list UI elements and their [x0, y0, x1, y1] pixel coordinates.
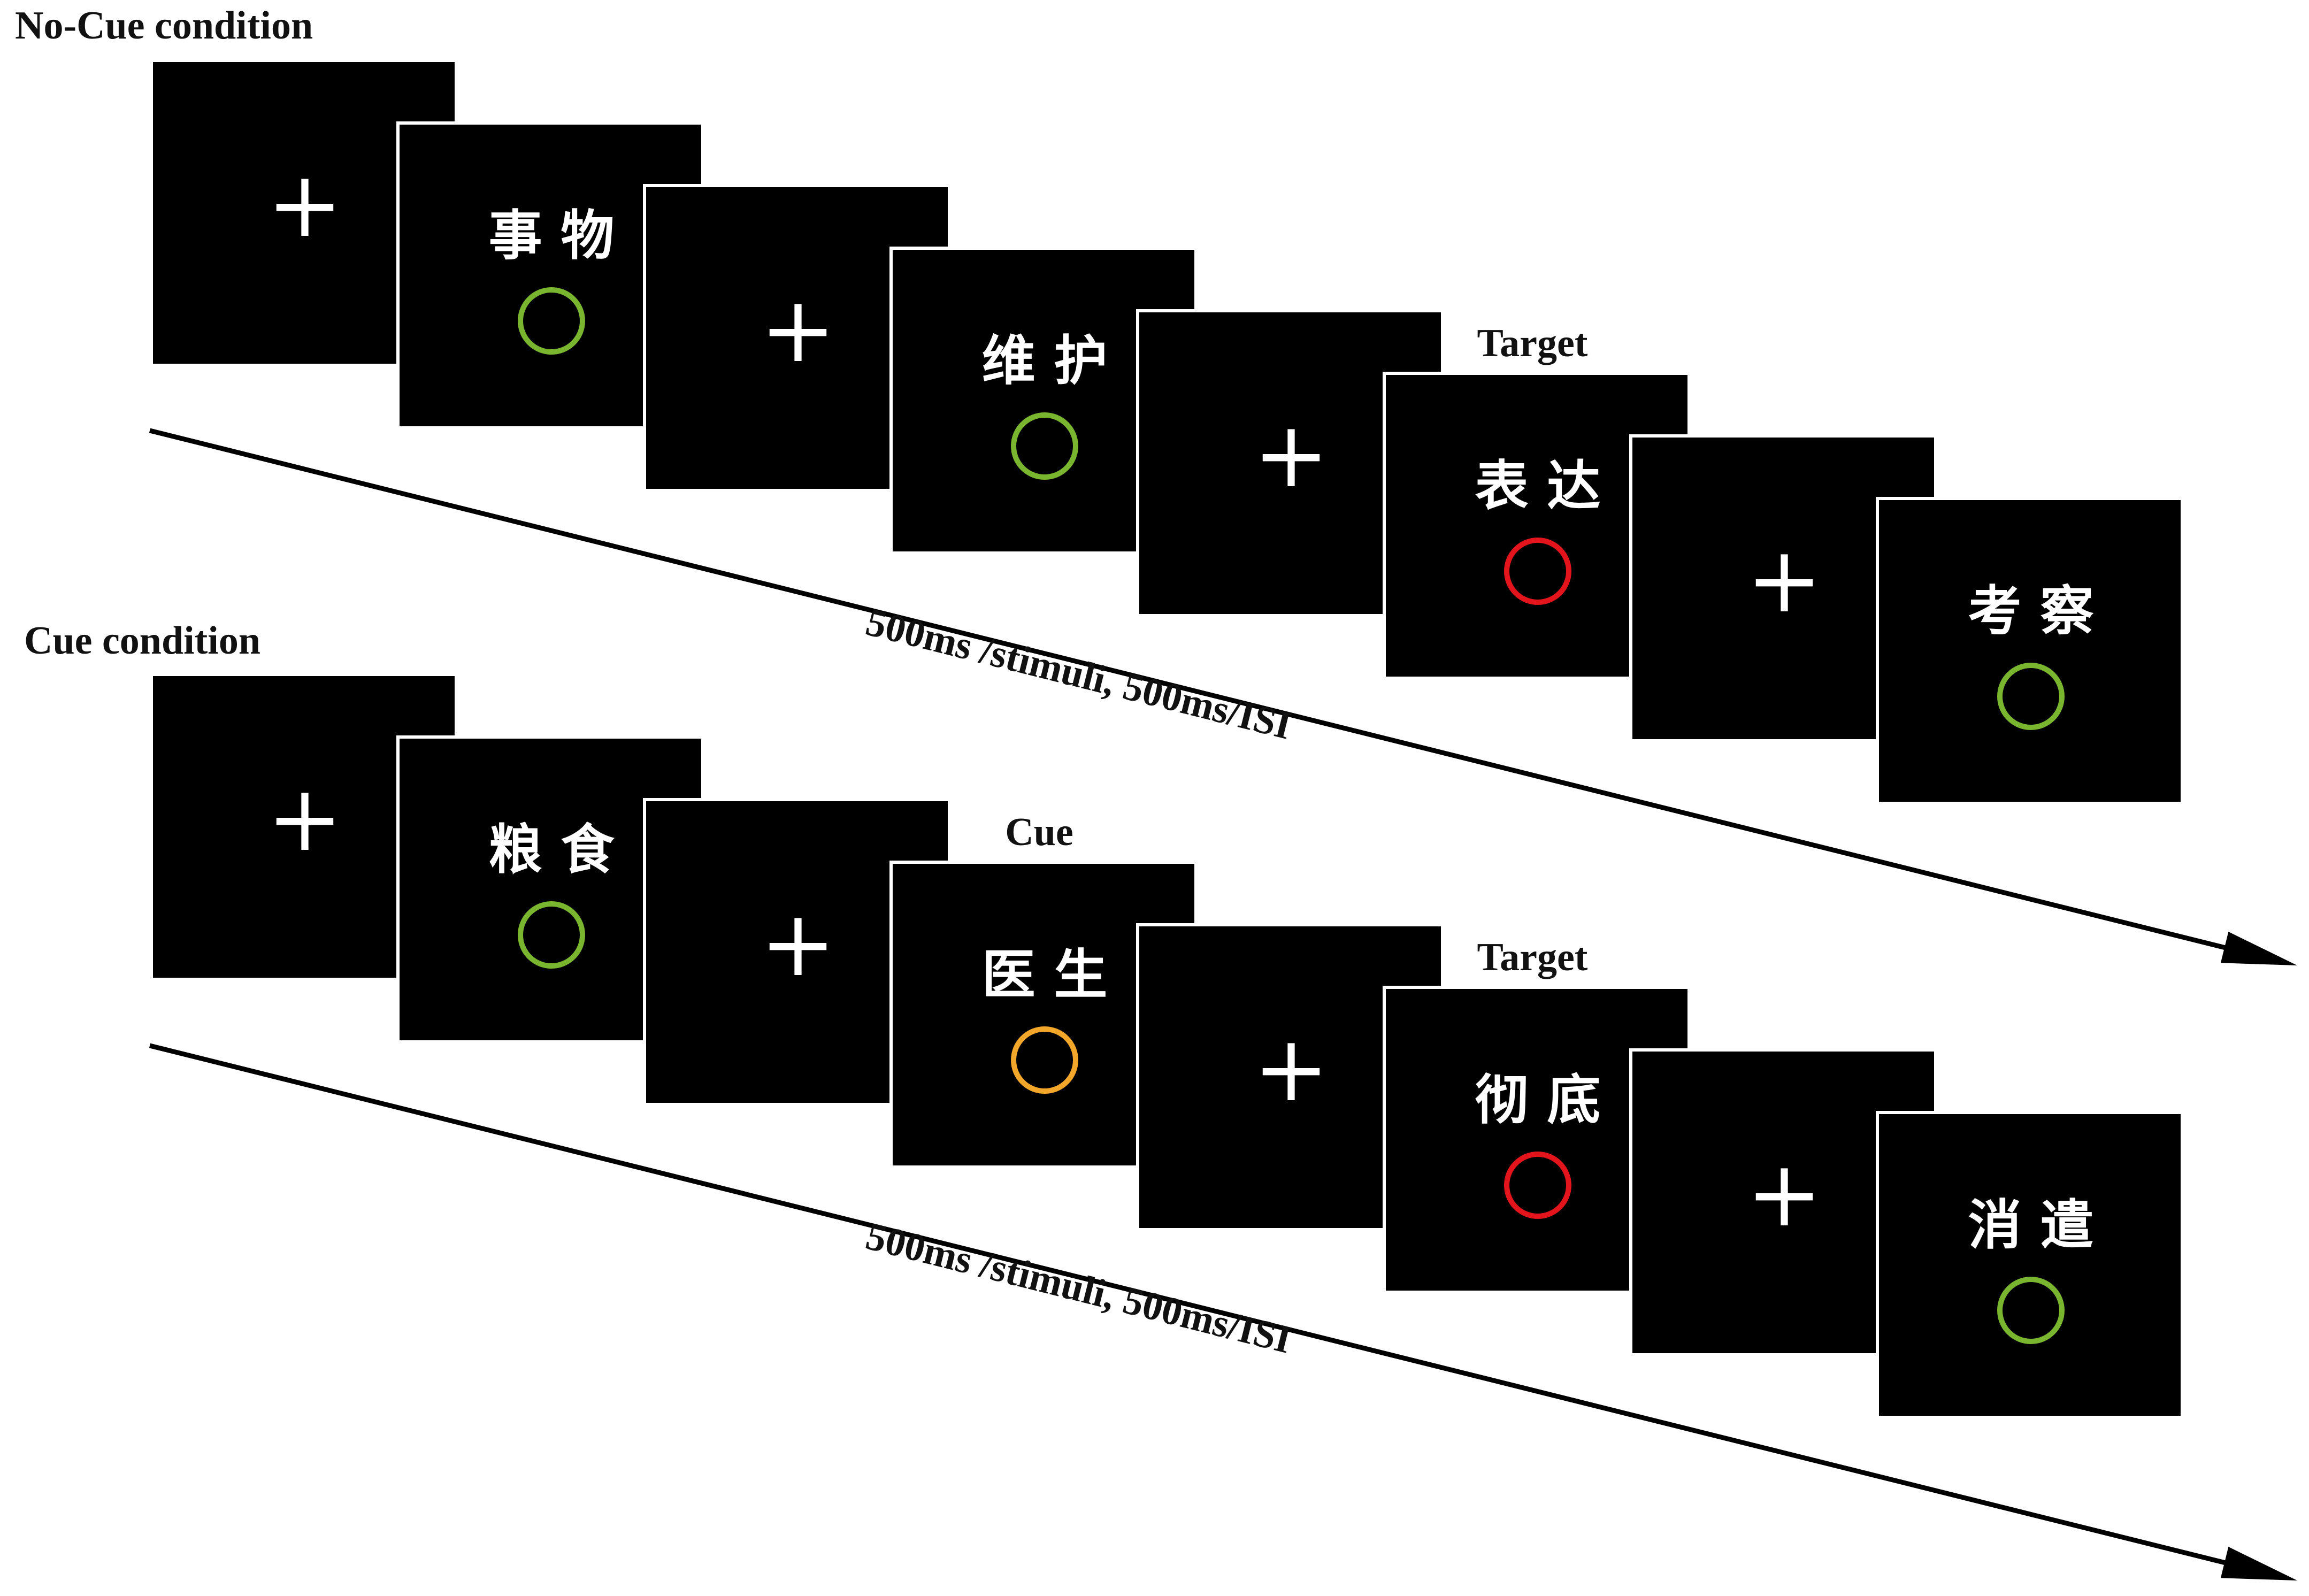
fixation-cross: +: [267, 766, 343, 872]
fixation-cross: +: [1253, 402, 1329, 508]
screen-background: [1876, 1111, 2184, 1419]
stimulus-word: 考 察: [1968, 580, 2094, 642]
target-label: Target: [1477, 321, 1588, 365]
timeline-arrow: [149, 1043, 2297, 1580]
cue-condition: Cue condition 500ms /stimuli, 500ms/ISI + 粮…: [24, 619, 2297, 1580]
stimulus-word: 事 物: [489, 204, 615, 267]
word-frame: 考 察: [1876, 497, 2184, 805]
fixation-cross: +: [1253, 1016, 1329, 1122]
fixation-cross: +: [760, 277, 836, 383]
stimulus-word: 消 遣: [1968, 1194, 2094, 1256]
green-circle-indicator: [518, 287, 585, 355]
green-circle-indicator: [1011, 412, 1078, 480]
fixation-cross: +: [760, 891, 836, 997]
red-circle-indicator: [1504, 1152, 1571, 1219]
word-frame: 消 遣: [1876, 1111, 2184, 1419]
stimulus-word: 医 生: [982, 943, 1108, 1006]
stimulus-word: 维 护: [982, 329, 1108, 392]
timing-label: 500ms /stimuli, 500ms/ISI: [862, 600, 1296, 748]
cue-label: Cue: [1005, 810, 1073, 854]
arrowhead: [2220, 1547, 2297, 1580]
green-circle-indicator: [1997, 1277, 2065, 1344]
green-circle-indicator: [1997, 663, 2065, 730]
target-label: Target: [1477, 935, 1588, 979]
orange-circle-indicator: [1011, 1026, 1078, 1094]
stimulus-word: 彻 底: [1475, 1069, 1601, 1131]
no-cue-condition: No-Cue condition 500ms /stimuli, 500ms/IS…: [15, 4, 2297, 965]
condition-title: No-Cue condition: [15, 4, 313, 48]
timing-label: 500ms /stimuli, 500ms/ISI: [862, 1214, 1296, 1362]
screen-background: [1876, 497, 2184, 805]
fixation-cross: +: [1746, 1141, 1822, 1247]
arrowhead: [2220, 932, 2297, 965]
condition-title: Cue condition: [24, 619, 260, 663]
green-circle-indicator: [518, 901, 585, 969]
fixation-cross: +: [267, 152, 343, 258]
stimulus-word: 粮 食: [489, 818, 615, 881]
fixation-cross: +: [1746, 527, 1822, 633]
stimulus-word: 表 达: [1475, 455, 1601, 517]
red-circle-indicator: [1504, 538, 1571, 605]
timeline-arrow: [149, 428, 2297, 965]
